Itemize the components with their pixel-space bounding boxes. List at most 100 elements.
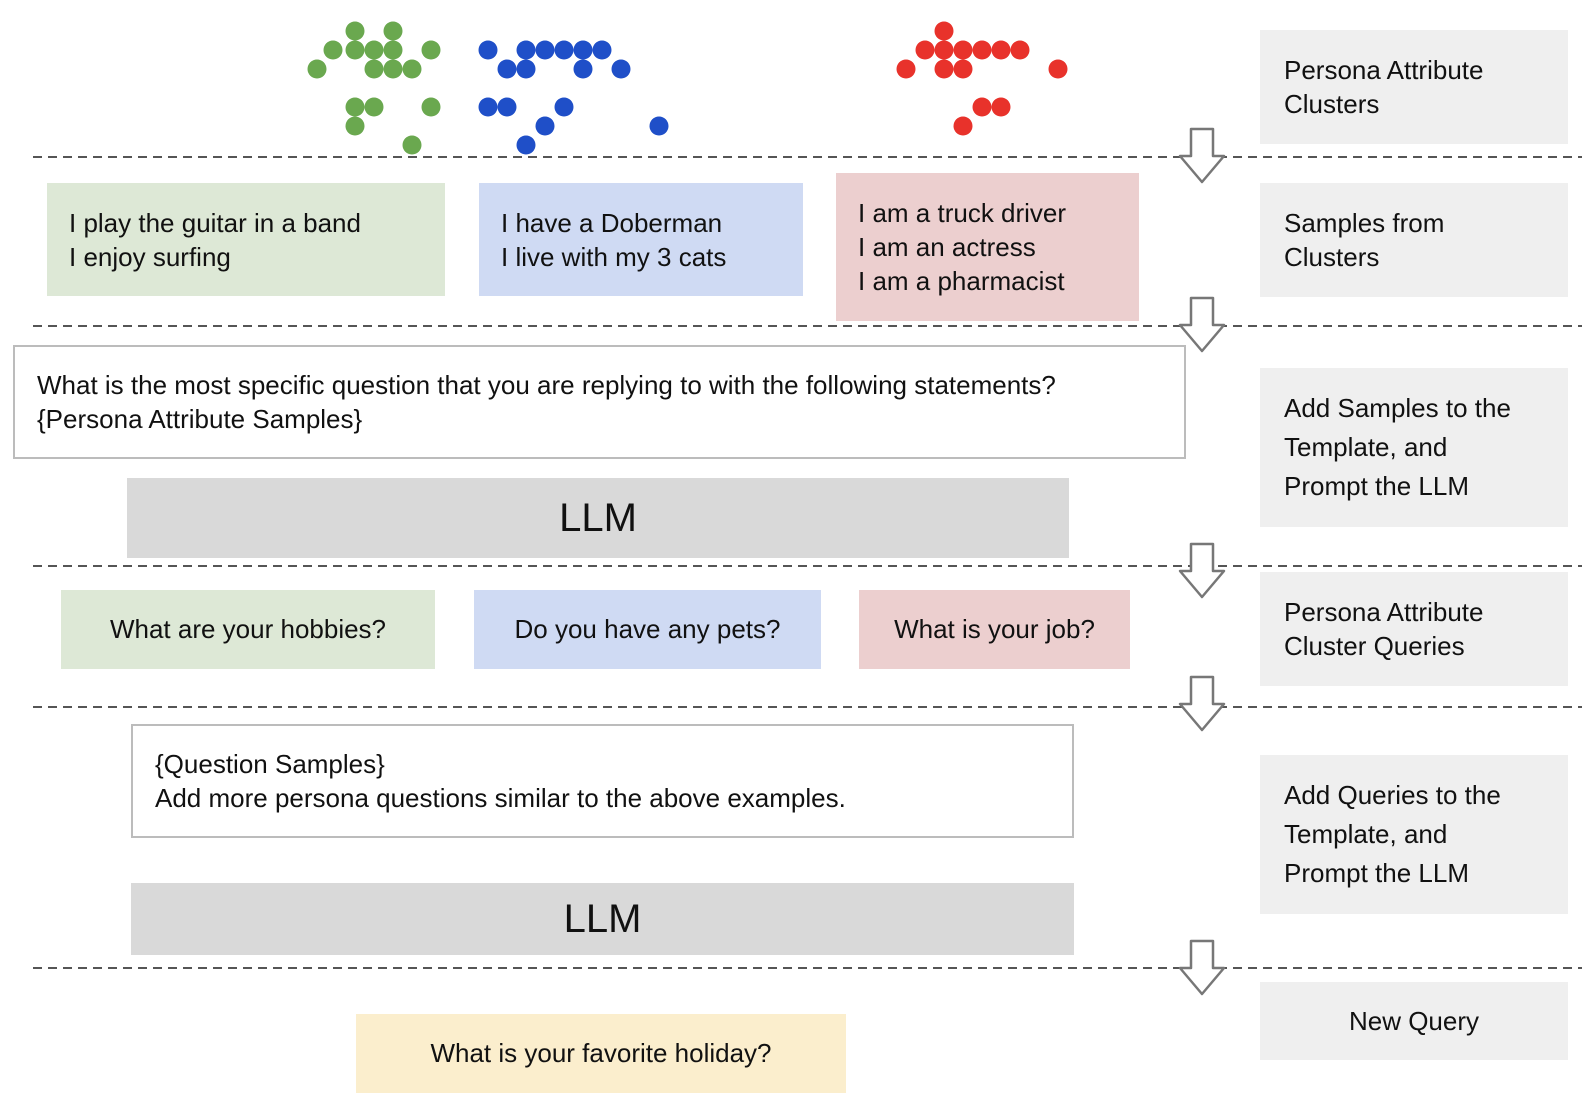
llm-label: LLM	[559, 495, 637, 540]
sample-line: I play the guitar in a band	[69, 207, 361, 238]
red-cluster-dot	[1048, 59, 1068, 79]
red-cluster-dot	[953, 59, 973, 79]
new-query-text: What is your favorite holiday?	[430, 1038, 772, 1068]
blue-cluster-dot	[497, 59, 517, 79]
stage-separators	[33, 156, 1582, 969]
blue-cluster-dot	[573, 59, 593, 79]
red-cluster-dot	[972, 97, 992, 117]
red-cluster-dot	[991, 40, 1011, 60]
blue-cluster-dot	[611, 59, 631, 79]
stage-label-line: Add Queries to the	[1284, 780, 1501, 810]
sample-box-red: I am a truck driver I am an actress I am…	[836, 173, 1139, 321]
green-cluster-dot	[345, 40, 365, 60]
blue-cluster-dot	[554, 97, 574, 117]
green-cluster-dot	[307, 59, 327, 79]
blue-cluster-dot	[554, 40, 574, 60]
blue-cluster-dot	[478, 97, 498, 117]
sample-line: I am a pharmacist	[858, 266, 1065, 296]
blue-cluster-dot	[516, 135, 536, 155]
flow-arrows	[1178, 127, 1226, 996]
green-cluster-dot	[402, 135, 422, 155]
stage-label-samples: Samples from Clusters	[1260, 183, 1568, 297]
prompt-template-samples: What is the most specific question that …	[13, 345, 1186, 459]
green-cluster-dot	[345, 21, 365, 41]
red-cluster-dot	[972, 40, 992, 60]
down-arrow-icon	[1178, 542, 1226, 599]
green-cluster-dot	[364, 59, 384, 79]
template-line: Add more persona questions similar to th…	[155, 783, 846, 813]
sample-line: I have a Doberman	[501, 207, 723, 238]
green-cluster-dot	[345, 97, 365, 117]
template-line: {Question Samples}	[155, 749, 385, 779]
down-arrow-icon	[1178, 675, 1226, 732]
green-cluster-dot	[383, 40, 403, 60]
llm-block: LLM	[127, 478, 1069, 558]
stage-label-line: Add Samples to the	[1284, 393, 1511, 423]
red-cluster-dot	[896, 59, 916, 79]
query-box-red: What is your job?	[859, 590, 1130, 669]
blue-cluster-dot	[649, 116, 669, 136]
green-cluster-dot	[402, 59, 422, 79]
llm-label: LLM	[563, 896, 642, 941]
down-arrow-icon	[1178, 296, 1226, 353]
green-cluster-dot	[323, 40, 343, 60]
stage-label-line: Samples from	[1284, 208, 1445, 238]
green-cluster-dot	[364, 97, 384, 117]
green-cluster-dot	[383, 59, 403, 79]
blue-cluster-dot	[516, 40, 536, 60]
stage-label-cluster-queries: Persona Attribute Cluster Queries	[1260, 572, 1568, 686]
stage-label-add-queries: Add Queries to the Template, and Prompt …	[1260, 755, 1568, 914]
green-cluster-dot	[383, 21, 403, 41]
stage-label-line: New Query	[1348, 1006, 1480, 1036]
stage-label-line: Template, and	[1284, 432, 1448, 462]
stage-label-line: Prompt the LLM	[1284, 471, 1469, 501]
sample-box-green: I play the guitar in a band I enjoy surf…	[47, 183, 445, 296]
stage-label-line: Clusters	[1284, 89, 1380, 119]
stage-label-line: Prompt the LLM	[1284, 858, 1469, 888]
query-box-green: What are your hobbies?	[61, 590, 435, 669]
stage-label-line: Clusters	[1284, 242, 1380, 272]
stage-label-new-query: New Query	[1260, 982, 1568, 1060]
stage-label-line: Template, and	[1284, 819, 1448, 849]
red-cluster-dot	[991, 97, 1011, 117]
red-cluster-dot	[953, 40, 973, 60]
query-text: Do you have any pets?	[514, 614, 781, 644]
sample-line: I enjoy surfing	[69, 241, 231, 272]
sample-line: I am a truck driver	[858, 198, 1067, 228]
green-cluster-dot	[421, 97, 441, 117]
red-cluster-dot	[934, 59, 954, 79]
new-query-box: What is your favorite holiday?	[356, 1014, 846, 1093]
query-text: What is your job?	[894, 614, 1095, 644]
blue-cluster-dot	[535, 116, 555, 136]
sample-line: I am an actress	[858, 232, 1036, 262]
down-arrow-icon	[1178, 939, 1226, 996]
query-text: What are your hobbies?	[109, 614, 387, 644]
template-line: {Persona Attribute Samples}	[37, 404, 363, 434]
red-cluster-dot	[934, 21, 954, 41]
blue-cluster-dot	[497, 97, 517, 117]
green-cluster-dot	[345, 116, 365, 136]
stage-label-line: Persona Attribute	[1284, 597, 1484, 627]
red-cluster-dot	[1010, 40, 1030, 60]
blue-cluster-dot	[592, 40, 612, 60]
red-cluster-dot	[934, 40, 954, 60]
template-line: What is the most specific question that …	[37, 370, 1056, 400]
stage-label-clusters: Persona Attribute Clusters	[1260, 30, 1568, 144]
stage-label-line: Cluster Queries	[1284, 631, 1465, 661]
stage-label-line: Persona Attribute	[1284, 55, 1484, 85]
query-box-blue: Do you have any pets?	[474, 590, 821, 669]
sample-box-blue: I have a Doberman I live with my 3 cats	[479, 183, 803, 296]
red-cluster-dot	[915, 40, 935, 60]
green-cluster-dot	[364, 40, 384, 60]
sample-line: I live with my 3 cats	[501, 241, 727, 272]
blue-cluster-dot	[573, 40, 593, 60]
green-cluster-dot	[421, 40, 441, 60]
blue-cluster-dot	[516, 59, 536, 79]
llm-block: LLM	[131, 883, 1074, 955]
down-arrow-icon	[1178, 127, 1226, 184]
stage-label-add-samples: Add Samples to the Template, and Prompt …	[1260, 368, 1568, 527]
prompt-template-queries: {Question Samples} Add more persona ques…	[131, 724, 1074, 838]
red-cluster-dot	[953, 116, 973, 136]
cluster-dots	[307, 21, 1068, 155]
